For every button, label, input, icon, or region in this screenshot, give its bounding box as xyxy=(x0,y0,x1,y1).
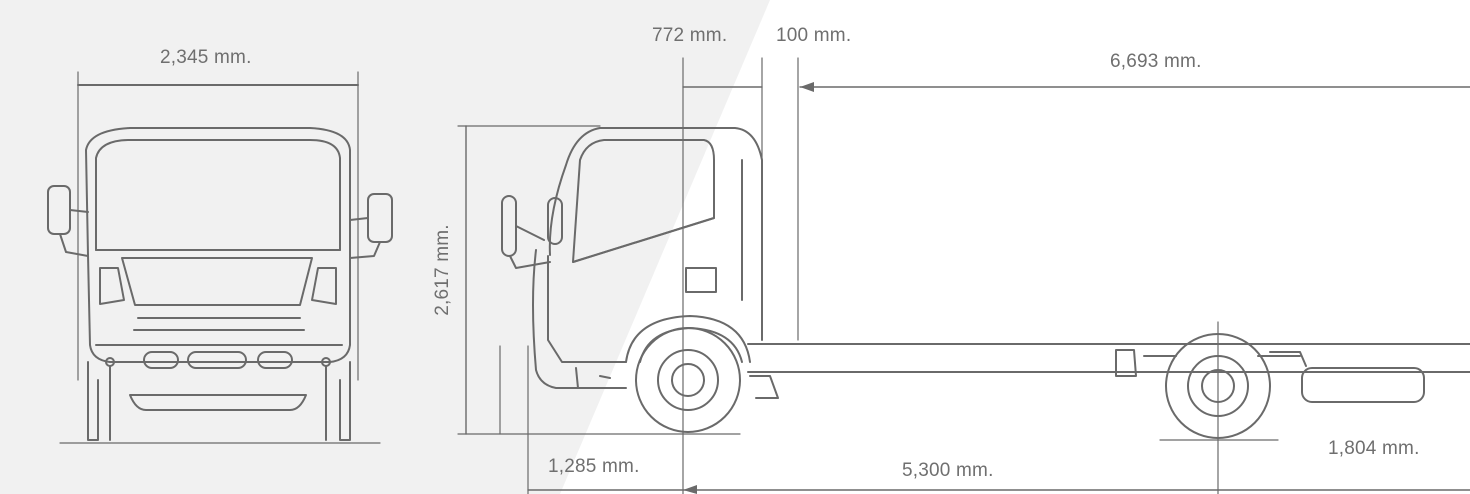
body-length-label: 6,693 mm. xyxy=(1110,51,1202,72)
overall-height-label: 2,617 mm. xyxy=(432,224,453,316)
front-width-label: 2,345 mm. xyxy=(160,47,252,68)
front-view xyxy=(47,71,393,444)
front-overhang-label: 772 mm. xyxy=(652,25,728,46)
side-view xyxy=(457,57,1470,494)
rear-track-label: 1,804 mm. xyxy=(1328,438,1420,459)
wheelbase-label: 5,300 mm. xyxy=(902,460,994,481)
ground-clearance-label: 1,285 mm. xyxy=(548,456,640,477)
cab-gap-label: 100 mm. xyxy=(776,25,852,46)
